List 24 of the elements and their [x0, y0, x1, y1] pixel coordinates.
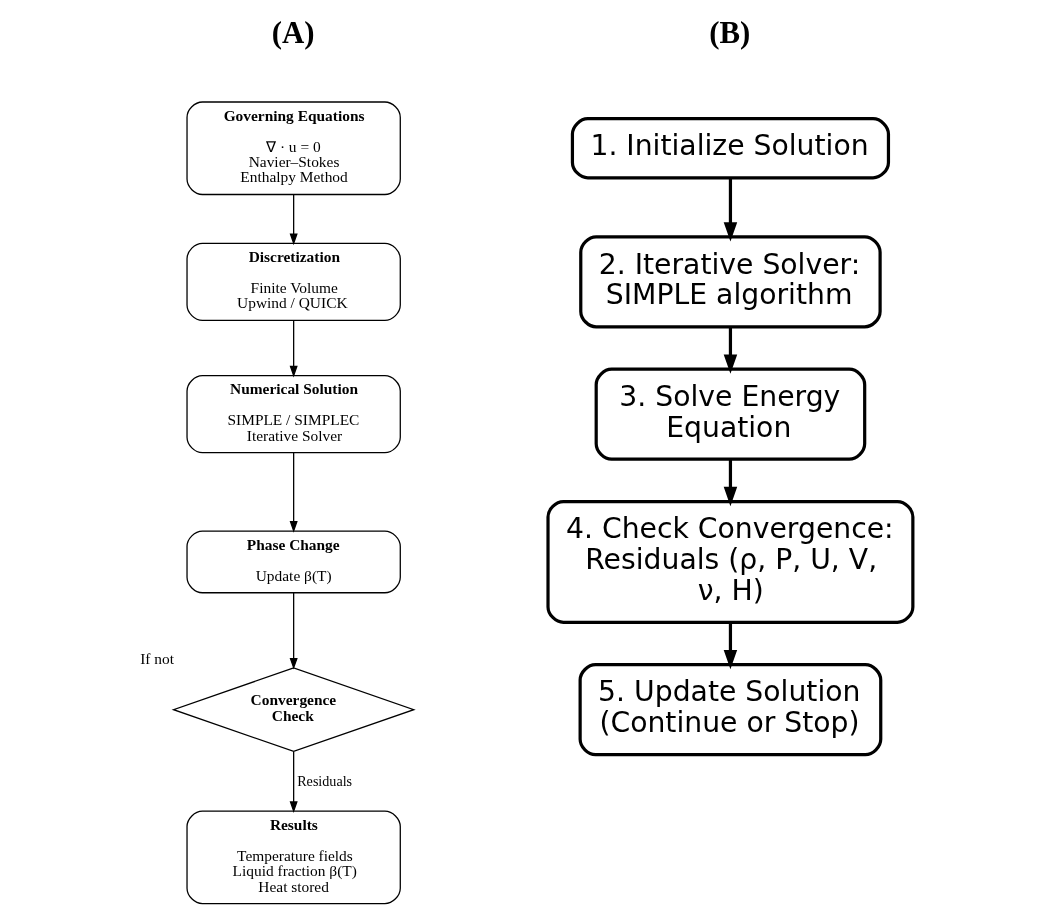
arrow	[289, 751, 298, 813]
node-box: Discretization Finite Volume Upwind / QUICK	[186, 242, 401, 322]
node-diamond: Convergence Check	[171, 667, 416, 753]
arrow	[289, 452, 298, 533]
edge-label: Residuals	[297, 773, 353, 790]
node-label: If not	[140, 649, 174, 667]
node-box: 2. Iterative Solver: SIMPLE algorithm	[579, 235, 882, 329]
arrow	[723, 622, 738, 670]
arrow	[289, 194, 298, 246]
node-box: 3. Solve Energy Equation	[594, 367, 867, 461]
node-box: Phase Change Update β(T)	[186, 530, 401, 594]
node-box: Governing Equations ∇ · u = 0 Navier–Stokes Enthalpy Method	[186, 101, 401, 196]
arrow	[723, 327, 738, 374]
arrow	[723, 459, 738, 507]
arrow	[289, 592, 298, 670]
label: (A)	[271, 16, 315, 51]
node-box: 1. Initialize Solution	[570, 117, 891, 180]
node-box: 4. Check Convergence: Residuals (ρ, P, U, V, ν, H)	[546, 499, 915, 624]
node-box: 5. Update Solution (Continue or Stop)	[578, 663, 883, 757]
node-box: Results Temperature fields Liquid fraction β(T) Heat stored	[186, 810, 401, 905]
arrow	[289, 320, 298, 378]
node-box: Numerical Solution SIMPLE / SIMPLEC Iterative Solver	[186, 375, 401, 454]
label: (B)	[709, 16, 751, 51]
arrow	[723, 177, 738, 242]
